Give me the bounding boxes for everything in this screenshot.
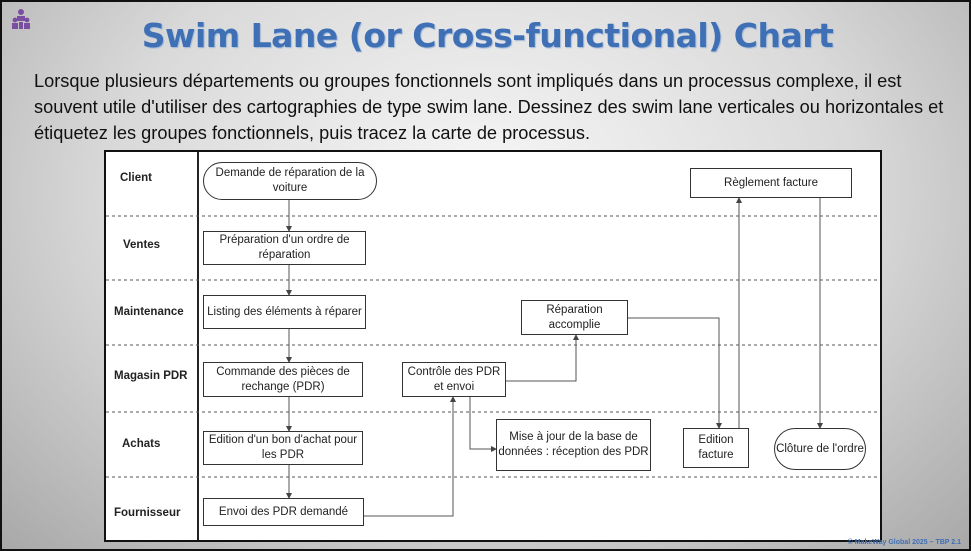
- node-controle-pdr: Contrôle des PDR et envoi: [402, 362, 506, 397]
- lane-label-ventes: Ventes: [123, 239, 161, 251]
- lane-separators: [106, 215, 880, 478]
- people-group-icon: [12, 9, 30, 29]
- lane-label-magasin-pdr: Magasin PDR: [114, 370, 188, 382]
- lane-label-achats: Achats: [122, 438, 161, 450]
- diagram-connectors: [106, 152, 880, 540]
- intro-paragraph: Lorsque plusieurs départements ou groupe…: [34, 71, 944, 143]
- node-commande-pieces: Commande des pièces de rechange (PDR): [203, 362, 363, 397]
- node-edition-bon-achat: Edition d'un bon d'achat pour les PDR: [203, 431, 363, 465]
- node-envoi-pdr: Envoi des PDR demandé: [203, 498, 364, 526]
- swim-lane-diagram: Client Ventes Maintenance Magasin PDR Ac…: [104, 150, 882, 542]
- arrow-controle-to-mise-a-jour: [469, 397, 497, 452]
- lane-label-fournisseur: Fournisseur: [114, 507, 181, 519]
- node-preparation-ordre: Préparation d'un ordre de réparation: [203, 231, 366, 265]
- node-reglement-facture: Règlement facture: [690, 168, 852, 198]
- lane-label-maintenance: Maintenance: [114, 306, 184, 318]
- arrow-reparation-to-edition-facture: [628, 317, 722, 429]
- arrow-controle-to-reparation: [506, 334, 579, 382]
- node-cloture-ordre: Clôture de l'ordre: [774, 428, 866, 470]
- node-mise-a-jour-base: Mise à jour de la base de données : réce…: [496, 419, 651, 471]
- copyright-footer: © MakeWay Global 2025 – TBP 2.1: [847, 539, 961, 546]
- node-demande-reparation: Demande de réparation de la voiture: [203, 162, 377, 200]
- node-listing-elements: Listing des éléments à réparer: [203, 295, 366, 329]
- arrow-envoi-to-controle: [364, 396, 456, 517]
- lane-label-client: Client: [120, 172, 152, 184]
- node-reparation-accomplie: Réparation accomplie: [521, 300, 628, 335]
- slide-title: Swim Lane (or Cross-functional) Chart: [141, 16, 834, 55]
- node-edition-facture: Edition facture: [683, 428, 749, 468]
